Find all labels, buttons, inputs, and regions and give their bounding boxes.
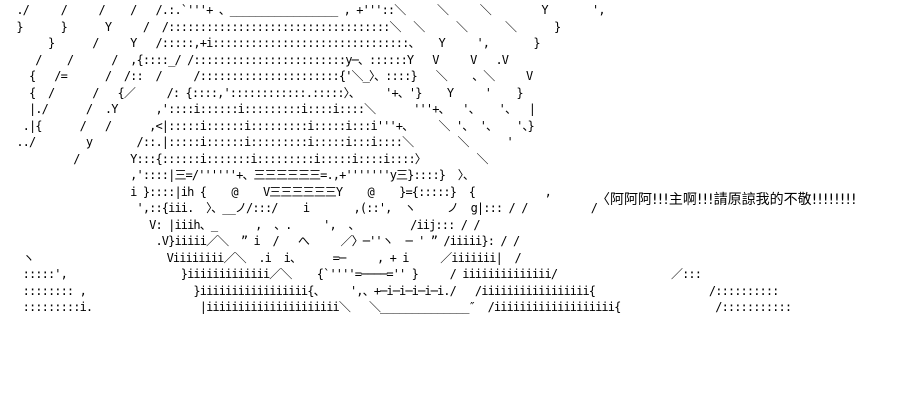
ascii-art-line: ./ / / / /.:.`'''+ 、_________________ , … <box>10 3 605 17</box>
ascii-art-line: } / Y /:::::,+i:::::::::::::::::::::::::… <box>10 36 541 50</box>
ascii-art-line: ,'::::|三=/''''''+、三三三三三三=.,+'''''''y三}::… <box>10 168 475 182</box>
ascii-art-line: ',::{iii. 〉、__ノ/:::/ i ,(::', ヽ ノ g|::: … <box>10 201 598 215</box>
ascii-art-figure: ./ / / / /.:.`'''+ 、_________________ , … <box>10 2 792 316</box>
ascii-art-line: { / / {／ /: {::::,'::::::::::::.:::::〉、 … <box>10 85 524 100</box>
ascii-art-line: :::::::: , }iiiiiiiiiiiiiiiii{、 ',、+─i─i… <box>10 283 780 298</box>
ascii-art-line: i }::::|ih { @ V三三三三三三Y @ }={:::::} { , <box>10 184 552 199</box>
ascii-art-line: ../ y /::.|:::::i::::::i:::::::::i:::::i… <box>10 135 513 149</box>
ascii-art-line: :::::::::i. |iiiiiiiiiiiiiiiiiiiii＼ ＼___… <box>10 300 792 314</box>
ascii-art-line: / / / ,{::::_/ /::::::::::::::::::::::::… <box>10 52 509 67</box>
ascii-art-line: } } Y / /:::::::::::::::::::::::::::::::… <box>10 19 561 34</box>
ascii-art-line: V: |iiih、_ , 、. ', 、 /iij::: / / <box>10 217 480 232</box>
ascii-art-line: :::::', }iiiiiiiiiiiii／＼ {`''''=────='' … <box>10 267 702 281</box>
ascii-art-line: .V}iiiii／＼ ” i / へ ／〉─''ヽ ─ ' ” /iiiii}:… <box>10 234 520 248</box>
ascii-art-line: |./ / .Y ,'::::i::::::i:::::::::i::::i::… <box>10 102 536 116</box>
ascii-art-line: { /= / /:: / /::::::::::::::::::::::{'＼_… <box>10 69 533 83</box>
ascii-art-line: .|{ / / ,<|:::::i::::::i:::::::::i:::::i… <box>10 118 535 133</box>
ascii-art-line: / Y:::{::::::i:::::::i:::::::::i:::::i::… <box>10 151 488 166</box>
ascii-art-line: ヽ Viiiiiiii／＼ .i i、 =─ , + i ／iiiiiii| / <box>10 250 522 265</box>
speech-text: 〈阿阿阿!!!主啊!!!請原諒我的不敬!!!!!!!! <box>596 192 857 208</box>
